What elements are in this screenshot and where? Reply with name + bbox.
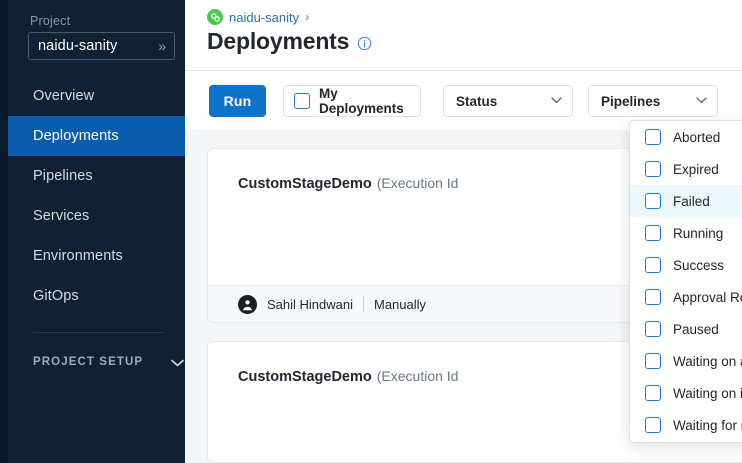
my-deployments-checkbox[interactable] [294, 93, 310, 109]
status-option-checkbox[interactable] [645, 257, 661, 273]
deployment-trigger-type: Manually [374, 296, 427, 312]
sidebar-item-pipelines[interactable]: Pipelines [8, 156, 185, 196]
header-divider [185, 70, 742, 71]
status-option-success[interactable]: Success [630, 249, 742, 281]
chevron-down-icon [171, 356, 185, 369]
user-avatar-icon [238, 294, 257, 314]
status-option-label: Success [673, 257, 725, 273]
deployment-name: CustomStageDemo [238, 369, 372, 385]
chevrons-right-icon: » [158, 38, 166, 54]
page-header: naidu-sanity › Deployments [185, 0, 742, 71]
status-option-label: Waiting on intervention [673, 385, 742, 401]
status-option-checkbox[interactable] [645, 193, 661, 209]
left-rail [0, 0, 8, 463]
title-row: Deployments [207, 28, 372, 55]
sidebar-item-label: Services [33, 208, 90, 224]
status-dropdown-menu: Aborted Expired Failed Running Success A… [629, 120, 742, 443]
status-option-label: Waiting for resources [673, 417, 742, 433]
main-content: naidu-sanity › Deployments Run [185, 0, 742, 463]
sidebar-item-label: Pipelines [33, 168, 93, 184]
sidebar-item-services[interactable]: Services [8, 196, 185, 236]
status-filter-label: Status [456, 93, 498, 109]
status-option-label: Running [673, 225, 724, 241]
toolbar: Run My Deployments Status Pipelines [185, 71, 742, 130]
status-option-checkbox[interactable] [645, 289, 661, 305]
status-option-label: Waiting on approval [673, 353, 742, 369]
breadcrumb: naidu-sanity › [207, 9, 309, 25]
project-label: Project [30, 14, 71, 28]
status-option-waiting-for-resources[interactable]: Waiting for resources [630, 409, 742, 441]
pipelines-filter-dropdown-button[interactable]: Pipelines [588, 85, 718, 117]
sidebar-item-label: Deployments [33, 128, 119, 144]
status-option-checkbox[interactable] [645, 129, 661, 145]
breadcrumb-separator: › [305, 10, 310, 24]
status-option-checkbox[interactable] [645, 321, 661, 337]
project-selector[interactable]: naidu-sanity » [28, 32, 175, 60]
status-option-label: Expired [673, 161, 719, 177]
status-option-expired[interactable]: Expired [630, 153, 742, 185]
status-option-checkbox[interactable] [645, 225, 661, 241]
project-setup-label: PROJECT SETUP [33, 356, 144, 368]
info-circle-icon[interactable] [357, 36, 372, 51]
status-option-label: Aborted [673, 129, 721, 145]
sidebar-item-environments[interactable]: Environments [8, 236, 185, 276]
status-option-aborted[interactable]: Aborted [630, 121, 742, 153]
breadcrumb-link-project[interactable]: naidu-sanity [229, 9, 300, 25]
project-badge-icon [207, 9, 223, 25]
status-option-waiting-on-intervention[interactable]: Waiting on intervention [630, 377, 742, 409]
sidebar-item-label: Environments [33, 248, 123, 264]
status-option-checkbox[interactable] [645, 353, 661, 369]
sidebar-item-label: Overview [33, 88, 95, 104]
sidebar-divider [33, 332, 163, 333]
status-option-checkbox[interactable] [645, 417, 661, 433]
pipelines-filter-label: Pipelines [601, 93, 661, 109]
status-option-approval-rejected[interactable]: Approval Rejected [630, 281, 742, 313]
my-deployments-label: My Deployments [319, 86, 404, 116]
footer-divider [363, 296, 364, 312]
deployment-execution-id: (Execution Id [376, 175, 459, 191]
run-button[interactable]: Run [209, 85, 266, 117]
deployment-card-header: CustomStageDemo (Execution Id [208, 149, 742, 192]
status-filter-dropdown-button[interactable]: Status [443, 85, 573, 117]
status-option-paused[interactable]: Paused [630, 313, 742, 345]
project-setup-toggle[interactable]: PROJECT SETUP [8, 345, 185, 379]
chevron-down-icon [696, 96, 707, 107]
page-title: Deployments [207, 28, 350, 54]
status-option-checkbox[interactable] [645, 385, 661, 401]
status-option-running[interactable]: Running [630, 217, 742, 249]
status-option-waiting-on-approval[interactable]: Waiting on approval [630, 345, 742, 377]
sidebar-nav: Overview Deployments Pipelines Services … [8, 76, 185, 316]
sidebar-item-overview[interactable]: Overview [8, 76, 185, 116]
sidebar-item-label: GitOps [33, 288, 79, 304]
status-option-label: Paused [673, 321, 719, 337]
status-option-failed[interactable]: Failed [630, 185, 742, 217]
deployment-execution-id: (Execution Id [376, 368, 459, 384]
status-option-checkbox[interactable] [645, 161, 661, 177]
sidebar: Project naidu-sanity » Overview Deployme… [8, 0, 185, 463]
project-name: naidu-sanity [38, 38, 118, 54]
chevron-down-icon [551, 96, 562, 107]
status-option-label: Approval Rejected [673, 289, 742, 305]
sidebar-item-gitops[interactable]: GitOps [8, 276, 185, 316]
status-option-label: Failed [673, 193, 710, 209]
deployment-name: CustomStageDemo [238, 176, 372, 192]
sidebar-item-deployments[interactable]: Deployments [8, 116, 185, 156]
deployment-triggered-by: Sahil Hindwani [267, 296, 353, 312]
deployment-card-header: CustomStageDemo (Execution Id [208, 342, 742, 385]
my-deployments-filter[interactable]: My Deployments [283, 85, 421, 117]
